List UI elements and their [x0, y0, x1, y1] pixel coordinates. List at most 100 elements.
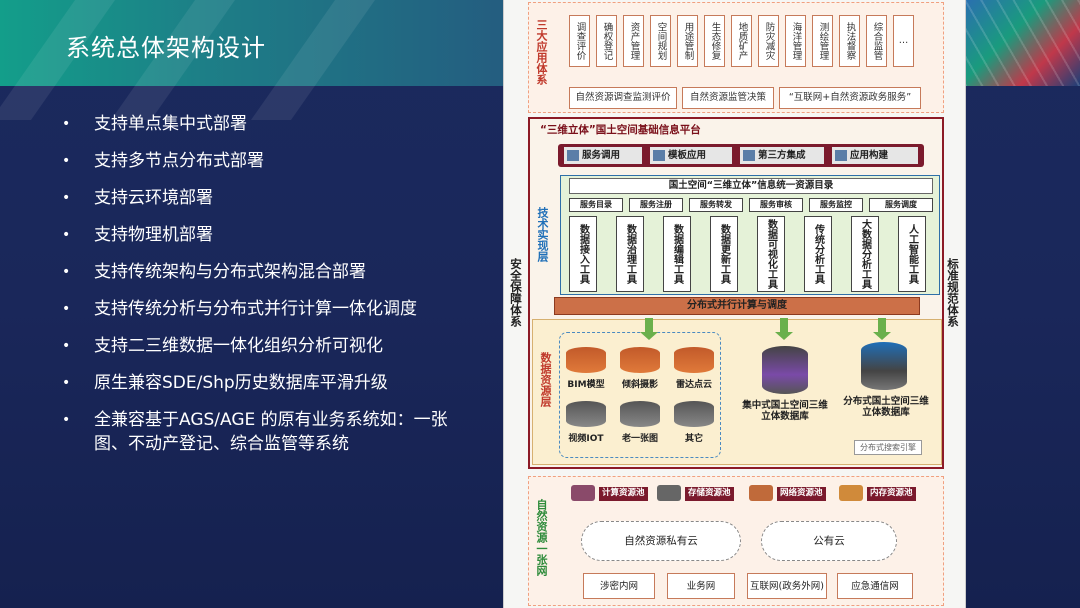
bullet-item: •支持传统架构与分布式架构混合部署 [62, 262, 366, 282]
bullet-marker: • [62, 301, 71, 317]
app-cell: 用途管制 [677, 15, 698, 67]
bullet-item: •支持物理机部署 [62, 225, 213, 245]
net-cell: 互联网(政务外网) [747, 573, 827, 599]
app-build-icon [835, 150, 847, 161]
data-resource-layer: 数据资源层 BIM模型 倾斜摄影 雷达点云 视频IOT 老一张图 其它 [532, 318, 942, 465]
net-cell: 涉密内网 [583, 573, 655, 599]
db-item-label: 其它 [684, 434, 703, 444]
tech-tool: 数据可视化工具 [757, 216, 785, 292]
distributed-compute-bar: 分布式并行计算与调度 [554, 297, 920, 315]
tool-third-party: 第三方集成 [740, 147, 824, 164]
network-pool-icon [749, 485, 773, 501]
decorative-corner [965, 0, 1080, 86]
security-system-label: 安全保障体系 [509, 258, 523, 327]
service-chip: 服务审核 [749, 198, 803, 212]
bullet-item: •支持传统分析与分布式并行计算一体化调度 [62, 299, 417, 319]
down-arrow-icon [873, 318, 891, 340]
service-chip: 服务注册 [629, 198, 683, 212]
bullet-marker: • [62, 227, 71, 243]
tech-tool: 数据更新工具 [710, 216, 738, 292]
storage-pool-icon [657, 485, 681, 501]
application-layer: 三大应用体系 调查评价 确权登记 资产管理 空间规划 用途管制 生态修复 地质矿… [528, 2, 944, 113]
central-db-icon [762, 346, 808, 394]
platform-title: “三维立体”国土空间基础信息平台 [540, 124, 701, 136]
third-party-icon [743, 150, 755, 161]
video-db-icon [566, 401, 606, 427]
tool-service-call: 服务调用 [564, 147, 642, 164]
oblique-db-icon [620, 347, 660, 373]
bullet-item: •支持单点集中式部署 [62, 114, 247, 134]
tech-tool: 数据接入工具 [569, 216, 597, 292]
platform-layer: “三维立体”国土空间基础信息平台 服务调用 模板应用 第三方集成 应用构建 技术… [528, 117, 944, 469]
bullet-marker: • [62, 116, 71, 132]
db-item-label: BIM模型 [567, 380, 605, 390]
legacy-db-icon [620, 401, 660, 427]
tech-tool: 数据编辑工具 [663, 216, 691, 292]
template-icon [653, 150, 665, 161]
net-layer-label: 自然资源一张网 [535, 499, 548, 576]
tech-layer-label: 技术实现层 [536, 207, 549, 262]
bullet-marker: • [62, 264, 71, 280]
app-cell: 确权登记 [596, 15, 617, 67]
db-item-label: 视频IOT [568, 434, 604, 444]
db-item-label: 老一张图 [621, 434, 658, 444]
bullet-marker: • [62, 153, 71, 169]
other-db-icon [674, 401, 714, 427]
resource-pool: 内存资源池 [867, 487, 916, 501]
lidar-db-icon [674, 347, 714, 373]
bullet-marker: • [62, 375, 71, 391]
tech-tool: 大数据分析工具 [851, 216, 879, 292]
data-layer-label: 数据资源层 [539, 352, 552, 407]
central-db-label: 集中式国土空间三维立体数据库 [742, 400, 828, 422]
bullet-item: •全兼容基于AGS/AGE 的原有业务系统如：一张图、不动产登记、综合监管等系统 [62, 410, 448, 454]
title-banner [0, 0, 505, 120]
app-cell: 资产管理 [623, 15, 644, 67]
tech-tool: 数据治理工具 [616, 216, 644, 292]
app-service: 自然资源监管决策 [682, 87, 774, 109]
tool-template: 模板应用 [650, 147, 732, 164]
tech-tool: 传统分析工具 [804, 216, 832, 292]
app-cell: 防灾减灾 [758, 15, 779, 67]
app-cell: 地质矿产 [731, 15, 752, 67]
app-cell: 综合监管 [866, 15, 887, 67]
bullet-list: •支持单点集中式部署 •支持多节点分布式部署 •支持云环境部署 •支持物理机部署… [62, 112, 462, 469]
bullet-marker: • [62, 190, 71, 206]
architecture-diagram: 安全保障体系 标准规范体系 三大应用体系 调查评价 确权登记 资产管理 空间规划… [503, 0, 966, 608]
distributed-db-icon [861, 342, 907, 390]
app-service: “互联网+自然资源政务服务” [779, 87, 921, 109]
down-arrow-icon [775, 318, 793, 340]
network-layer: 自然资源一张网 计算资源池 存储资源池 网络资源池 内存资源池 自然资源私有云 … [528, 476, 944, 606]
net-cell: 应急通信网 [837, 573, 913, 599]
bullet-marker: • [62, 412, 71, 428]
app-layer-label: 三大应用体系 [535, 19, 548, 85]
platform-toolbar: 服务调用 模板应用 第三方集成 应用构建 [558, 144, 924, 167]
public-cloud: 公有云 [761, 521, 897, 561]
slide-title: 系统总体架构设计 [66, 34, 266, 62]
bullet-item: •原生兼容SDE/Shp历史数据库平滑升级 [62, 373, 388, 393]
bullet-item: •支持云环境部署 [62, 188, 213, 208]
app-service: 自然资源调查监测评价 [569, 87, 677, 109]
resource-pool: 计算资源池 [599, 487, 648, 501]
down-arrow-icon [640, 318, 658, 340]
tech-tool: 人工智能工具 [898, 216, 926, 292]
net-cell: 业务网 [667, 573, 735, 599]
private-cloud: 自然资源私有云 [581, 521, 741, 561]
app-cell: 执法督察 [839, 15, 860, 67]
standard-system-label: 标准规范体系 [946, 258, 960, 327]
db-item-label: 倾斜摄影 [621, 380, 658, 390]
service-chip: 服务目录 [569, 198, 623, 212]
tool-app-build: 应用构建 [832, 147, 918, 164]
resource-catalog: 国土空间“三维立体”信息统一资源目录 [569, 178, 933, 194]
service-chip: 服务监控 [809, 198, 863, 212]
compute-pool-icon [571, 485, 595, 501]
app-cell: 调查评价 [569, 15, 590, 67]
bim-db-icon [566, 347, 606, 373]
service-call-icon [567, 150, 579, 161]
db-item-label: 雷达点云 [675, 380, 712, 390]
service-chip: 服务转发 [689, 198, 743, 212]
app-cell: 海洋管理 [785, 15, 806, 67]
search-engine-chip: 分布式搜索引擎 [854, 440, 922, 455]
data-source-group: BIM模型 倾斜摄影 雷达点云 视频IOT 老一张图 其它 [559, 332, 721, 458]
resource-pool: 网络资源池 [777, 487, 826, 501]
